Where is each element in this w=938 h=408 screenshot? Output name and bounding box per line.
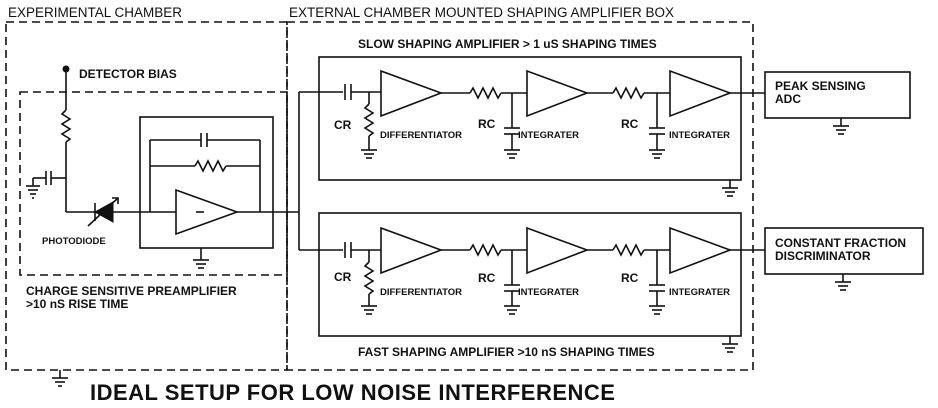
fast-shaping-amplifier-box <box>318 212 742 337</box>
preamp-label-line1: CHARGE SENSITIVE PREAMPLIFIER <box>26 284 237 298</box>
cfd-label-line1: CONSTANT FRACTION <box>775 236 906 250</box>
fast-rc2-label: RC <box>621 271 639 285</box>
slow-integrater1-amp <box>526 69 590 118</box>
detector-circuit <box>26 65 299 387</box>
preamp-inner-box <box>139 116 274 249</box>
bias-resistor <box>60 109 72 143</box>
fast-amplifier-chain <box>344 226 765 353</box>
preamplifier-box <box>19 91 288 276</box>
slow-integrater2-label: INTEGRATER <box>669 130 730 141</box>
fast-rc1-resistor <box>469 243 502 257</box>
fast-rc1-label: RC <box>478 271 496 285</box>
fast-cr-resistor <box>363 261 375 295</box>
fast-integrater2-label: INTEGRATER <box>669 287 730 298</box>
feedback-resistor <box>194 159 227 173</box>
slow-amp-label: SLOW SHAPING AMPLIFIER > 1 uS SHAPING TI… <box>358 37 657 51</box>
fast-integrater1-amp <box>526 226 590 275</box>
fast-integrater2-amp <box>669 226 733 275</box>
fast-amp-label: FAST SHAPING AMPLIFIER >10 nS SHAPING TI… <box>358 345 655 359</box>
slow-integrater1-label: INTEGRATER <box>518 130 579 141</box>
signal-split <box>298 91 343 251</box>
constant-fraction-discriminator-box <box>764 227 924 275</box>
slow-amplifier-chain <box>344 69 765 197</box>
instrument-grounds <box>833 118 851 291</box>
slow-cr-resistor <box>363 103 375 137</box>
slow-differentiator-amp <box>380 69 444 118</box>
adc-label-line2: ADC <box>775 92 801 106</box>
slow-rc2-resistor <box>612 86 645 100</box>
fast-cr-label: CR <box>334 270 352 284</box>
external-box-label: EXTERNAL CHAMBER MOUNTED SHAPING AMPLIFI… <box>289 5 674 20</box>
preamp-opamp <box>175 188 240 236</box>
slow-rc1-resistor <box>469 86 502 100</box>
diagram-title: IDEAL SETUP FOR LOW NOISE INTERFERENCE <box>90 380 615 405</box>
slow-rc2-label: RC <box>621 117 639 131</box>
slow-cr-label: CR <box>334 118 352 132</box>
fast-differentiator-label: DIFFERENTIATOR <box>380 287 462 298</box>
adc-label-line1: PEAK SENSING <box>775 79 866 93</box>
slow-differentiator-label: DIFFERENTIATOR <box>380 130 462 141</box>
slow-rc1-label: RC <box>478 117 496 131</box>
photodiode-label: PHOTODIODE <box>42 236 106 247</box>
experimental-chamber-label: EXPERIMENTAL CHAMBER <box>8 5 182 20</box>
detector-bias-label: DETECTOR BIAS <box>79 67 177 81</box>
preamp-label-line2: >10 nS RISE TIME <box>26 297 128 311</box>
external-amplifier-box <box>286 21 754 371</box>
peak-sensing-adc-box <box>764 71 911 119</box>
fast-integrater1-label: INTEGRATER <box>518 287 579 298</box>
fast-rc2-resistor <box>612 243 645 257</box>
slow-shaping-amplifier-box <box>318 56 742 181</box>
enclosures <box>5 21 924 371</box>
fast-differentiator-amp <box>380 226 444 275</box>
cfd-label-line2: DISCRIMINATOR <box>775 249 871 263</box>
slow-integrater2-amp <box>669 69 733 118</box>
labels: EXPERIMENTAL CHAMBER EXTERNAL CHAMBER MO… <box>8 5 906 405</box>
